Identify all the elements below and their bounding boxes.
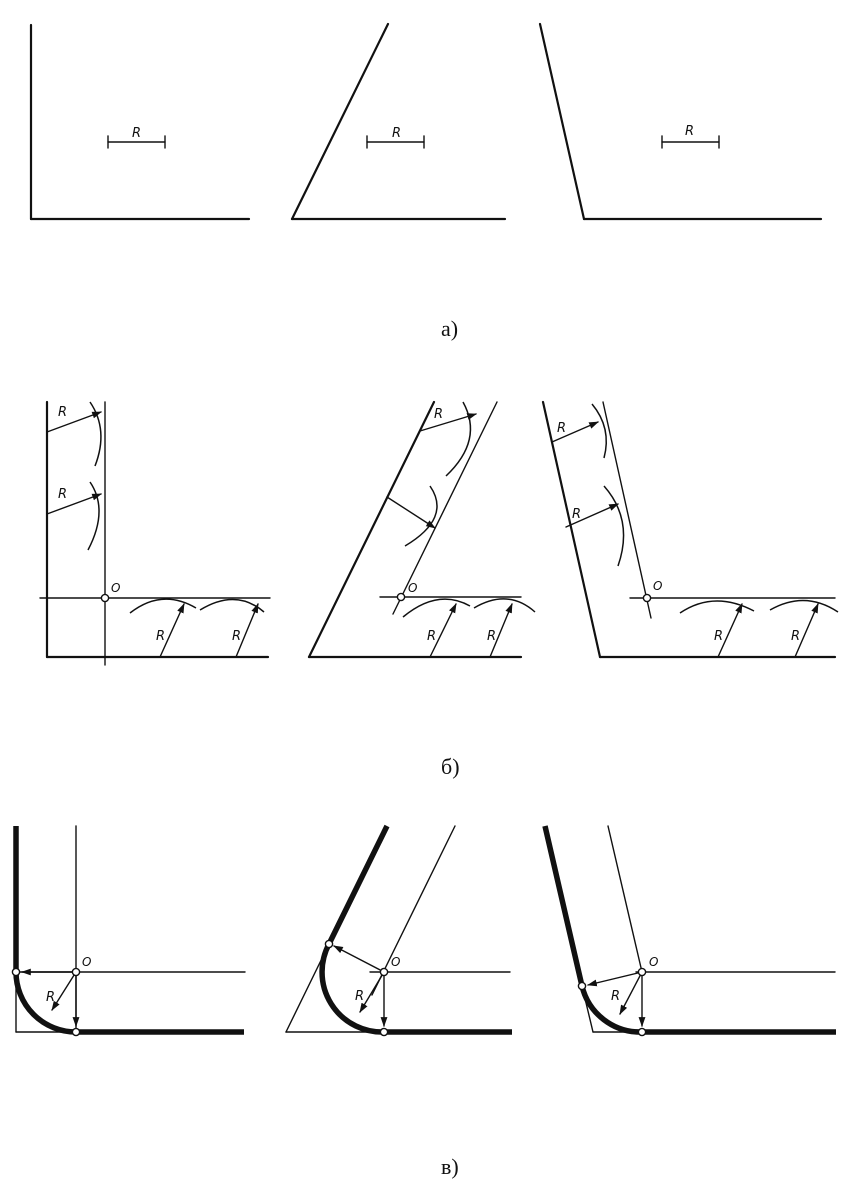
construction-arc — [199, 598, 265, 613]
parallel-line-inclined — [371, 825, 456, 996]
row-c-obtuse-angle: R O — [542, 825, 836, 1037]
radius-arrow — [419, 413, 477, 432]
angle-side-inclined — [290, 22, 390, 221]
row-b-obtuse-angle: R R R R O — [541, 400, 839, 659]
row-b-acute-angle: R R R O — [307, 400, 536, 659]
radius-label: R — [572, 507, 581, 522]
radius-label: R — [714, 629, 723, 644]
radius-label: R — [434, 407, 443, 422]
radius-arrow — [565, 503, 619, 528]
center-point — [71, 967, 81, 977]
construction-arc — [603, 485, 625, 567]
radius-label: R — [58, 487, 67, 502]
radius-label: R — [355, 989, 364, 1004]
construction-arc — [591, 403, 607, 459]
radius-label: R — [132, 126, 141, 141]
row-b: R R R R O R R R — [39, 400, 839, 779]
radius-arrow — [359, 971, 385, 1013]
row-b-right-angle: R R R R O — [39, 400, 271, 666]
parallel-line-inclined — [607, 825, 643, 973]
row-a-acute-angle: R — [290, 22, 507, 221]
radius-label: R — [791, 629, 800, 644]
radius-label: R — [58, 405, 67, 420]
radius-label: R — [557, 421, 566, 436]
fillet-outline — [319, 824, 512, 1035]
radius-arrow — [489, 603, 513, 658]
tangent-point — [324, 939, 334, 949]
center-label: O — [653, 579, 662, 593]
radius-arrow — [51, 971, 77, 1011]
radius-label: R — [156, 629, 165, 644]
radius-arrow — [235, 603, 259, 658]
radius-arrow — [619, 971, 643, 1015]
radius-label: R — [685, 124, 694, 139]
radius-arrow — [159, 603, 185, 658]
radius-dimension: R — [366, 126, 425, 149]
angle-side-inclined — [541, 400, 602, 659]
radius-dimension: R — [661, 124, 720, 149]
center-point — [100, 593, 110, 603]
row-a: R R R а) — [29, 22, 823, 341]
radius-label: R — [232, 629, 241, 644]
center-label: O — [111, 581, 120, 595]
fillet-outline — [13, 826, 244, 1035]
radius-label: R — [427, 629, 436, 644]
tangent-point — [379, 1027, 389, 1037]
caption-c: в) — [441, 1154, 459, 1179]
radius-arrow — [333, 945, 385, 973]
construction-arc — [473, 598, 536, 613]
caption-a: а) — [441, 316, 458, 341]
row-a-right-angle: R — [29, 23, 251, 221]
radius-arrow — [794, 603, 819, 658]
fillet-outline — [542, 825, 836, 1035]
radius-arrow — [46, 411, 102, 433]
radius-label: R — [392, 126, 401, 141]
row-c-right-angle: R O — [11, 825, 246, 1037]
construction-arc — [679, 600, 755, 614]
row-c-acute-angle: R O — [285, 824, 512, 1037]
caption-b: б) — [441, 754, 460, 779]
construction-arc — [87, 481, 100, 551]
parallel-line-inclined — [392, 401, 498, 615]
row-c: R O R O — [11, 824, 836, 1179]
center-label: O — [649, 955, 658, 969]
center-point — [396, 592, 406, 602]
radius-arrow — [429, 603, 457, 658]
construction-arc — [404, 485, 438, 547]
tangent-point — [71, 1027, 81, 1037]
radius-label: R — [611, 989, 620, 1004]
radius-arrow — [717, 603, 743, 658]
tangent-point — [637, 1027, 647, 1037]
radius-arrow — [551, 421, 599, 443]
construction-arc — [129, 598, 197, 614]
angle-side-inclined — [538, 22, 586, 221]
construction-arc — [769, 599, 839, 613]
radius-arrow — [386, 496, 436, 529]
construction-arc — [402, 598, 471, 618]
construction-arc — [445, 401, 472, 477]
radius-label: R — [487, 629, 496, 644]
radius-arrow — [587, 971, 643, 987]
center-point — [642, 593, 652, 603]
center-label: O — [82, 955, 91, 969]
center-label: O — [391, 955, 400, 969]
radius-label: R — [46, 990, 55, 1005]
row-a-obtuse-angle: R — [538, 22, 823, 221]
center-point — [379, 967, 389, 977]
tangent-point — [11, 967, 21, 977]
construction-arc — [89, 401, 102, 467]
center-label: O — [408, 581, 417, 595]
radius-dimension: R — [107, 126, 166, 149]
radius-arrow — [46, 493, 102, 515]
parallel-line-inclined — [602, 401, 652, 619]
tangent-point — [577, 981, 587, 991]
center-point — [637, 967, 647, 977]
angle-side-inclined — [307, 400, 436, 659]
